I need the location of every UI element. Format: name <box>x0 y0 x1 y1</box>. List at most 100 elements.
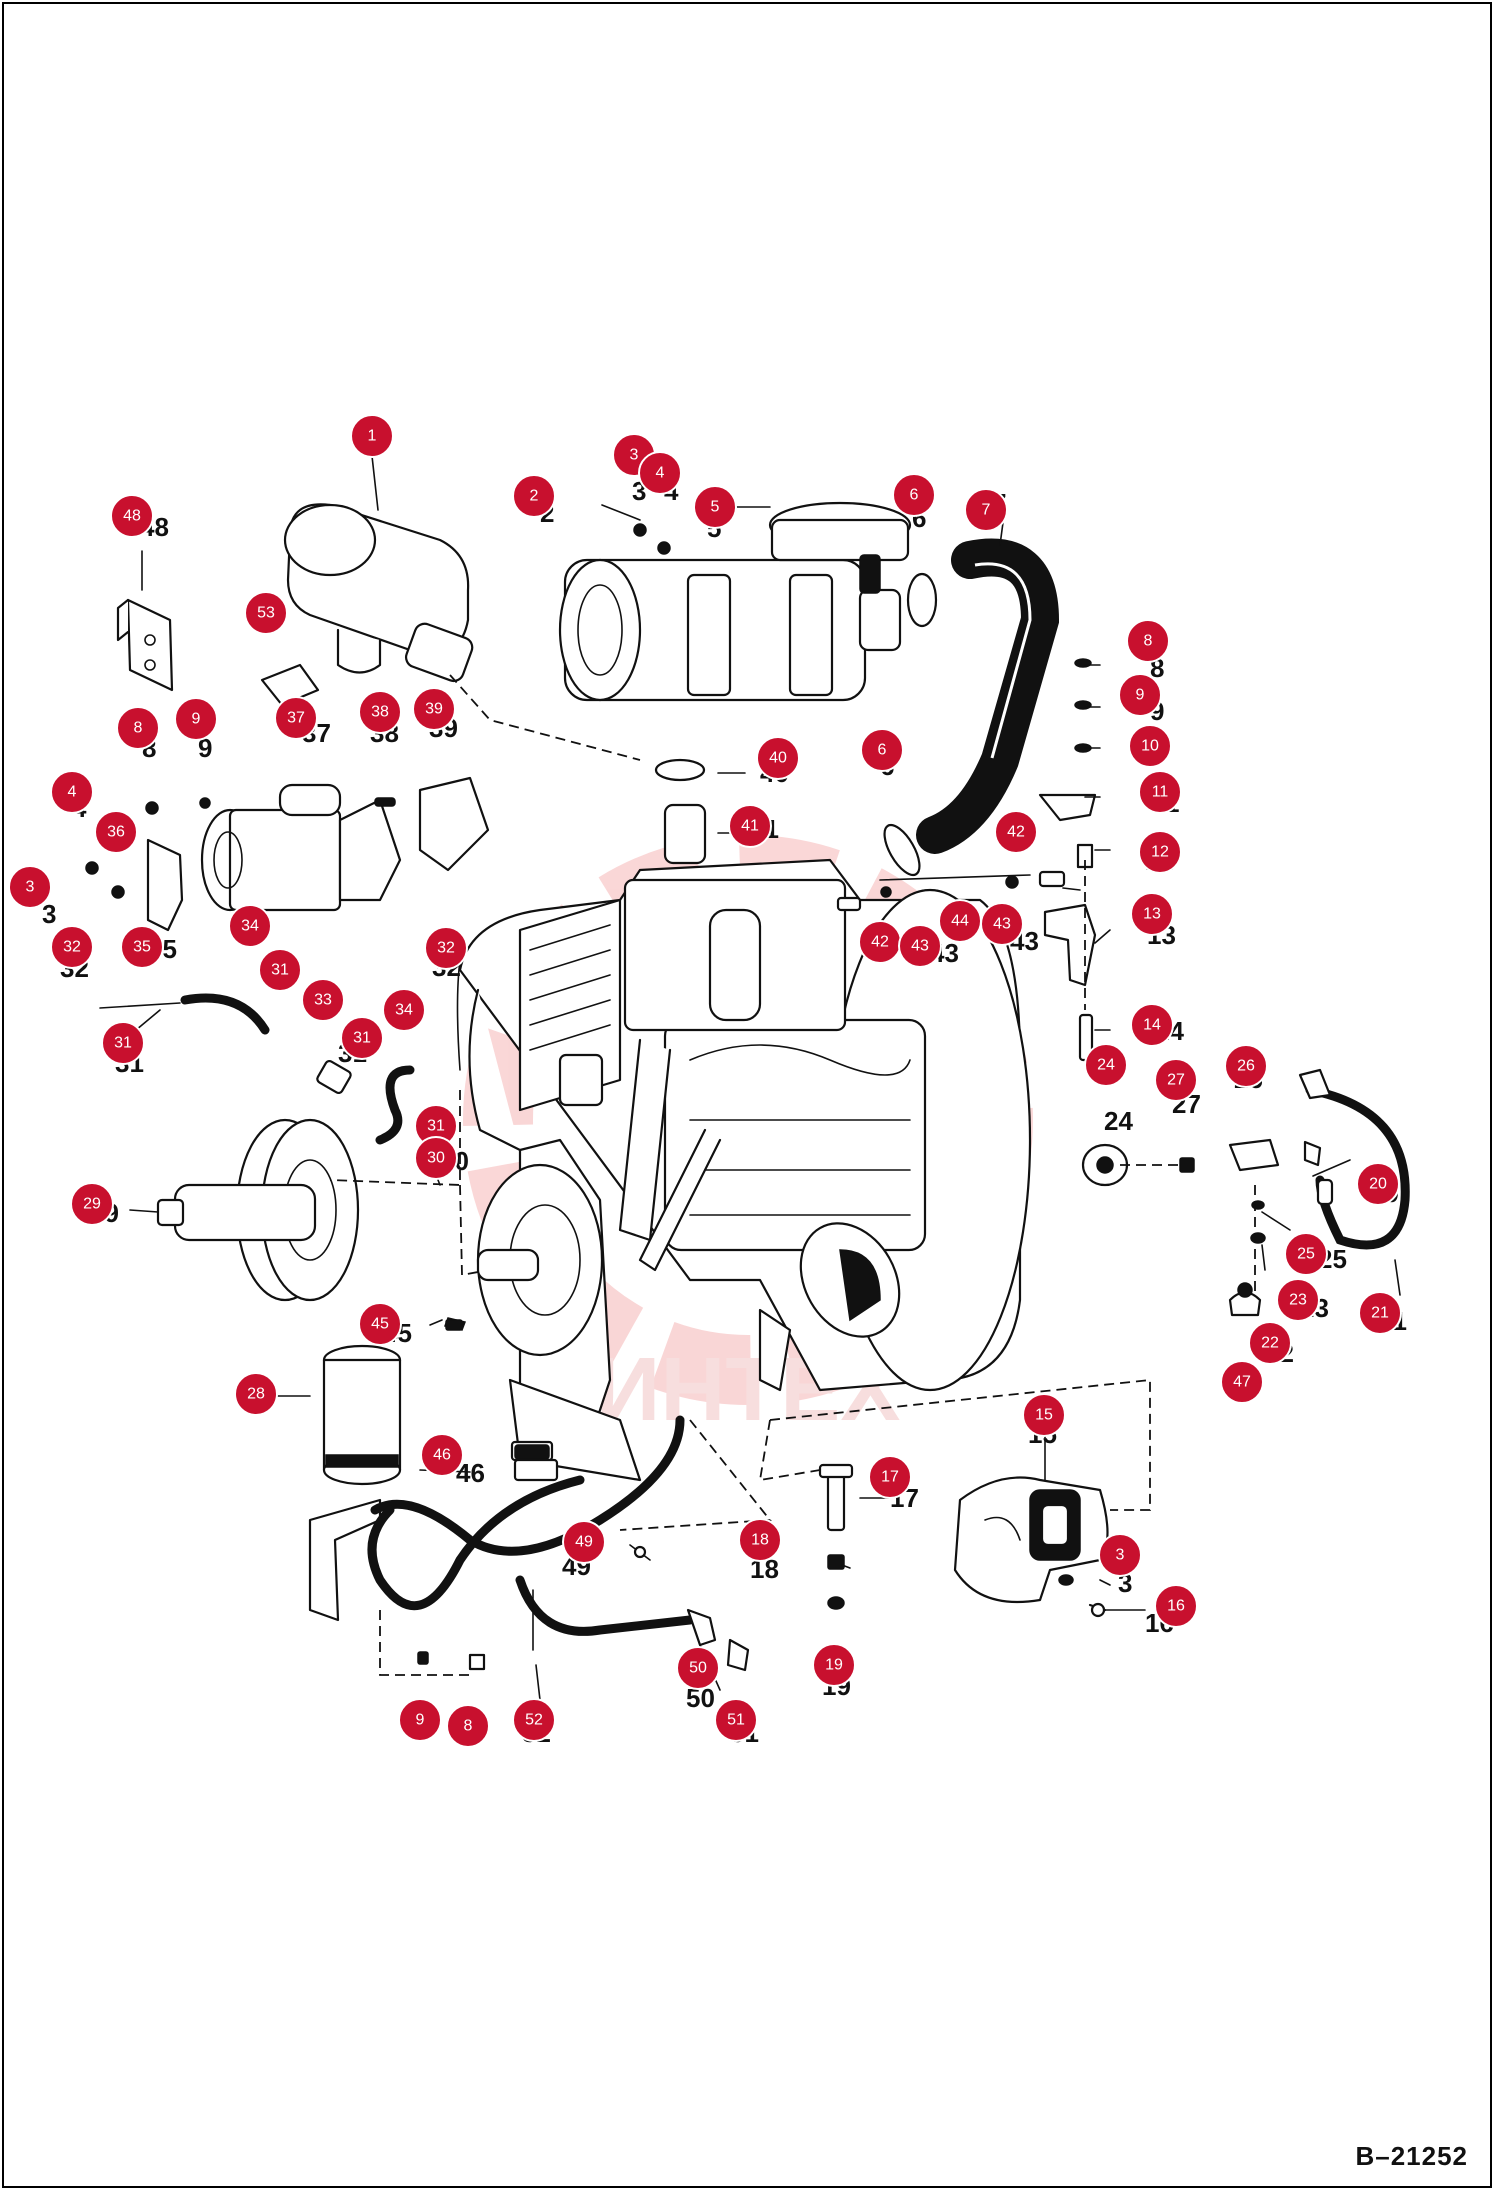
stud-38 <box>374 797 396 807</box>
svg-text:4: 4 <box>656 465 665 482</box>
callout-badge: 9 <box>398 1698 442 1742</box>
callout-layer: 1 2 3 4 5 6 7 48 53 8 9 37 38 39 40 41 6… <box>8 414 1402 1748</box>
callout-badge: 50 <box>676 1646 720 1690</box>
oil-filter <box>308 1344 402 1622</box>
svg-text:9: 9 <box>1136 687 1145 704</box>
right-washers <box>1038 658 1097 869</box>
plug-45 <box>445 1319 463 1331</box>
callout-badge: 37 <box>274 696 318 740</box>
callout-badge: 8 <box>116 706 160 750</box>
svg-text:7: 7 <box>982 502 991 519</box>
flywheel-housing <box>476 1138 642 1482</box>
pulley-shaft <box>156 1118 360 1302</box>
callout-badge: 44 <box>938 899 982 943</box>
muffler-bracket <box>116 598 174 692</box>
hose-clamp-upper <box>906 572 938 628</box>
starter-bracket <box>146 838 184 932</box>
svg-text:42: 42 <box>871 934 889 951</box>
callout-badge: 15 <box>1022 1393 1066 1437</box>
callout-badge: 42 <box>858 920 902 964</box>
callout-badge: 19 <box>812 1643 856 1687</box>
svg-text:8: 8 <box>1144 633 1153 650</box>
svg-text:28: 28 <box>247 1386 265 1403</box>
svg-text:33: 33 <box>314 992 332 1009</box>
nut-3-left <box>111 885 125 899</box>
callout-badge: 36 <box>94 810 138 854</box>
svg-text:5: 5 <box>711 499 720 516</box>
callout-badge: 53 <box>244 591 288 635</box>
svg-text:26: 26 <box>1237 1058 1255 1075</box>
svg-text:6: 6 <box>878 742 887 759</box>
svg-text:12: 12 <box>1151 844 1169 861</box>
svg-text:16: 16 <box>1167 1598 1185 1615</box>
callout-badge: 2 <box>512 474 556 518</box>
throttle-linkage <box>836 870 1097 1062</box>
svg-text:18: 18 <box>751 1532 769 1549</box>
svg-text:24: 24 <box>1097 1057 1115 1074</box>
svg-text:34: 34 <box>395 1002 413 1019</box>
callout-badge: 22 <box>1248 1321 1292 1365</box>
svg-text:51: 51 <box>727 1712 745 1729</box>
callout-badge: 11 <box>1138 770 1182 814</box>
svg-text:8: 8 <box>134 720 143 737</box>
callout-badge: 8 <box>446 1704 490 1748</box>
svg-text:23: 23 <box>1289 1292 1307 1309</box>
callout-badge: 14 <box>1130 1003 1174 1047</box>
callout-badge: 4 <box>638 451 682 495</box>
callout-badge: 13 <box>1130 892 1174 936</box>
svg-text:22: 22 <box>1261 1335 1279 1352</box>
block-46 <box>513 1458 559 1482</box>
sleeve-41 <box>663 803 707 865</box>
nut-8-left <box>145 801 159 815</box>
svg-text:3: 3 <box>1116 1547 1125 1564</box>
callout-badge: 17 <box>868 1455 912 1499</box>
svg-text:32: 32 <box>63 939 81 956</box>
document-code: B–21252 <box>1355 2141 1468 2171</box>
svg-text:50: 50 <box>689 1660 707 1677</box>
svg-text:31: 31 <box>427 1118 445 1135</box>
svg-text:29: 29 <box>83 1196 101 1213</box>
callout-badge: 47 <box>1220 1360 1264 1404</box>
fuel-pump-bolts <box>818 1463 1107 1618</box>
callout-badge: 32 <box>424 926 468 970</box>
callout-badge: 52 <box>512 1698 556 1742</box>
callout-badge: 51 <box>714 1698 758 1742</box>
callout-badge: 3 <box>1098 1533 1142 1577</box>
svg-text:17: 17 <box>881 1469 899 1486</box>
callout-badge: 12 <box>1138 830 1182 874</box>
svg-text:30: 30 <box>427 1150 445 1167</box>
callout-badge: 9 <box>174 697 218 741</box>
svg-text:20: 20 <box>1369 1176 1387 1193</box>
svg-text:27: 27 <box>1167 1072 1185 1089</box>
callout-badge: 29 <box>70 1182 114 1226</box>
callout-badge: 41 <box>728 804 772 848</box>
engine-block <box>458 858 1032 1392</box>
starter-mounting-plate <box>418 776 490 872</box>
callout-badge: 31 <box>258 948 302 992</box>
svg-text:9: 9 <box>192 711 201 728</box>
oil-lines-left <box>99 959 461 1145</box>
callout-badge: 48 <box>110 494 154 538</box>
callout-badge: 6 <box>892 473 936 517</box>
svg-text:44: 44 <box>951 913 969 930</box>
callout-badge: 9 <box>1118 673 1162 717</box>
alignment-lines <box>329 674 1256 1676</box>
svg-text:43: 43 <box>993 916 1011 933</box>
oil-hoses-lower <box>367 1415 695 1636</box>
svg-text:42: 42 <box>1007 824 1025 841</box>
svg-text:15: 15 <box>1035 1407 1053 1424</box>
callout-badge: 43 <box>980 902 1024 946</box>
air-cleaner-part <box>558 501 912 702</box>
callout-badge: 42 <box>994 810 1038 854</box>
svg-text:25: 25 <box>1297 1246 1315 1263</box>
svg-text:8: 8 <box>464 1718 473 1735</box>
plain-label: 3 <box>42 899 56 929</box>
callout-badge: 23 <box>1276 1278 1320 1322</box>
svg-text:3: 3 <box>26 879 35 896</box>
callout-badge: 30 <box>414 1136 458 1180</box>
callout-badge: 34 <box>228 904 272 948</box>
callout-badge: 27 <box>1154 1058 1198 1102</box>
svg-text:31: 31 <box>353 1030 371 1047</box>
muffler-gasket <box>260 663 320 707</box>
callout-badge: 31 <box>414 1104 458 1148</box>
